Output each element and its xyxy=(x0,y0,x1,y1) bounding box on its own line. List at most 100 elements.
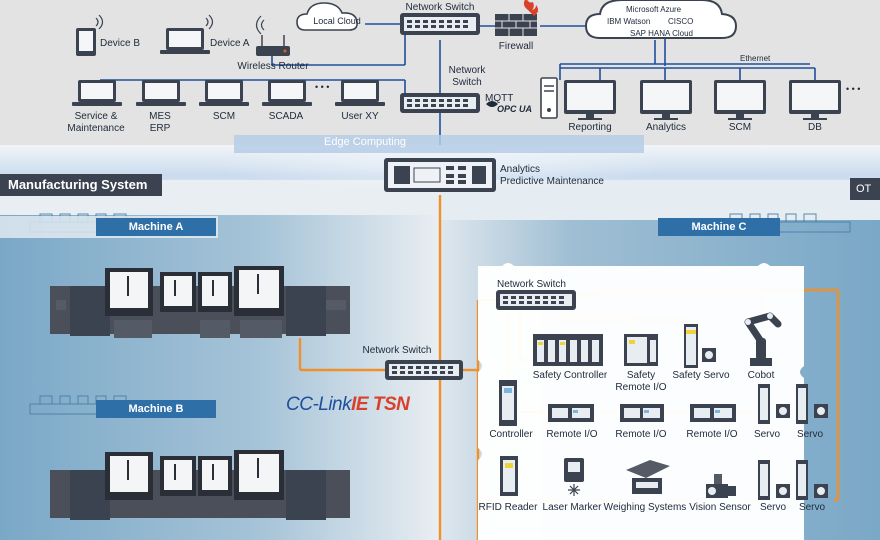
center-switch-label: Network Switch xyxy=(362,345,432,356)
safety-controller-icon xyxy=(533,334,603,366)
servo-icon xyxy=(796,384,828,424)
server-label-db: DB xyxy=(808,122,822,133)
edge-computing-bar xyxy=(234,135,644,153)
monitor-icon xyxy=(640,80,692,120)
ot-tag-label: OT xyxy=(856,183,872,195)
local-cloud-icon xyxy=(296,2,358,31)
server-label-scm: SCM xyxy=(728,122,752,133)
servers-ellipsis: • • • xyxy=(846,84,861,94)
machine-b-line-icon xyxy=(50,450,350,520)
machine-c-panel xyxy=(478,263,804,540)
mqtt-switch-label: Network Switch xyxy=(448,65,486,88)
laptop-icon xyxy=(262,80,312,106)
label-laser-marker: Laser Marker xyxy=(542,502,602,513)
local-cloud-label: Local Cloud xyxy=(313,16,361,26)
rfid-reader-icon xyxy=(500,456,518,496)
safety-servo-icon xyxy=(684,324,716,368)
top-network-switch-icon xyxy=(400,13,480,35)
servo-icon xyxy=(758,384,790,424)
monitor-icon xyxy=(789,80,841,120)
app-label-user-xy: User XY xyxy=(341,111,379,122)
label-safety-remote-io: Safety Remote I/O xyxy=(615,370,667,393)
label-remote-io-2: Remote I/O xyxy=(615,429,667,440)
edge-computing-label: Edge Computing xyxy=(324,136,406,148)
apps-ellipsis: • • • xyxy=(315,82,330,92)
cobot-icon xyxy=(744,312,782,366)
safety-remote-io-icon xyxy=(624,334,658,366)
laptop-icon xyxy=(335,80,385,106)
cloud-provider-azure: Microsoft Azure xyxy=(626,5,682,14)
servo-icon xyxy=(796,460,828,500)
label-weighing-systems: Weighing Systems xyxy=(603,502,687,513)
cloud-provider-sap: SAP HANA Cloud xyxy=(630,29,693,38)
ethernet-label: Ethernet xyxy=(740,54,771,63)
remote-io-icon xyxy=(620,404,664,422)
cloud-provider-cisco: CISCO xyxy=(668,17,694,26)
server-label-reporting: Reporting xyxy=(568,122,612,133)
tablet-device-b-icon xyxy=(76,28,96,56)
machine-a-line-icon xyxy=(50,266,350,338)
app-laptops xyxy=(72,80,385,106)
remote-io-icon xyxy=(690,404,736,422)
manufacturing-system-header xyxy=(0,174,162,196)
opcua-label: OPC UA xyxy=(497,104,533,114)
wifi-icon xyxy=(205,14,214,30)
label-safety-controller: Safety Controller xyxy=(532,370,608,381)
mqtt-label: MQTT xyxy=(485,93,514,104)
label-servo-4: Servo xyxy=(798,502,826,513)
laptop-icon xyxy=(136,80,186,106)
monitor-icon xyxy=(714,80,766,120)
device-a-label: Device A xyxy=(210,38,250,49)
mqtt-network-switch-icon xyxy=(400,93,480,113)
label-rfid-reader: RFID Reader xyxy=(478,502,538,513)
laptop-icon xyxy=(72,80,122,106)
laser-marker-icon xyxy=(564,458,584,496)
machine-c-switch-label: Network Switch xyxy=(497,279,566,290)
ie-tsn-text: IE TSN xyxy=(351,394,410,415)
weighing-systems-icon xyxy=(626,460,670,494)
machine-c-network-switch-icon xyxy=(496,290,576,310)
firewall-icon xyxy=(495,0,539,36)
public-cloud-icon xyxy=(584,0,738,39)
machine-b-label: Machine B xyxy=(128,403,184,415)
center-network-switch-icon xyxy=(385,360,463,380)
cc-link-logo: CC-LinkIE TSN xyxy=(286,394,410,416)
label-vision-sensor: Vision Sensor xyxy=(689,502,751,513)
app-label-scm: SCM xyxy=(212,111,236,122)
ot-tag xyxy=(850,178,880,200)
remote-io-icon xyxy=(548,404,594,422)
wifi-icon xyxy=(255,15,265,35)
laptop-device-a-icon xyxy=(160,28,210,54)
label-remote-io-3: Remote I/O xyxy=(686,429,738,440)
laptop-icon xyxy=(199,80,249,106)
machine-c-ribbon xyxy=(658,218,780,236)
controller-icon xyxy=(499,380,517,426)
opcua-logo-icon xyxy=(486,101,498,107)
server-monitors xyxy=(564,80,841,120)
machine-c-label: Machine C xyxy=(691,221,747,233)
server-label-analytics: Analytics xyxy=(645,122,687,133)
wireless-router-icon xyxy=(256,35,290,56)
label-servo-1: Servo xyxy=(753,429,781,440)
label-controller: Controller xyxy=(489,429,533,440)
machine-b-ribbon xyxy=(96,400,216,418)
manufacturing-system-title: Manufacturing System xyxy=(8,177,148,192)
label-cobot: Cobot xyxy=(747,370,775,381)
machine-a-label: Machine A xyxy=(128,221,184,233)
label-remote-io-1: Remote I/O xyxy=(546,429,598,440)
label-servo-3: Servo xyxy=(759,502,787,513)
cloud-provider-ibm: IBM Watson xyxy=(607,17,651,26)
vision-sensor-icon xyxy=(706,474,736,498)
app-label-service: Service & Maintenance xyxy=(67,111,125,134)
wifi-icon xyxy=(95,14,104,30)
top-switch-label: Network Switch xyxy=(405,2,475,13)
edge-computer-icon xyxy=(384,158,496,192)
app-label-mes-erp: MES ERP xyxy=(149,111,171,134)
servo-icon xyxy=(758,460,790,500)
firewall-label: Firewall xyxy=(498,41,534,52)
edge-analytics-label: Analytics Predictive Maintenance xyxy=(500,164,604,187)
app-label-scada: SCADA xyxy=(268,111,304,122)
label-servo-2: Servo xyxy=(796,429,824,440)
monitor-icon xyxy=(564,80,616,120)
